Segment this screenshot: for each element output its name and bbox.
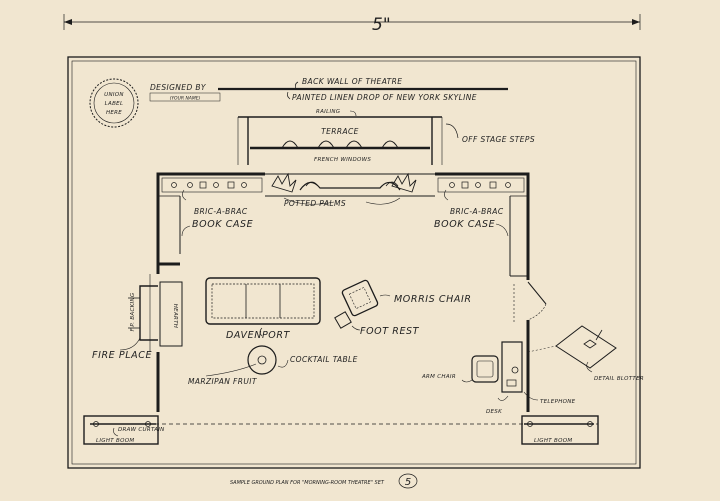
designer-name-placeholder: (YOUR NAME) (170, 96, 201, 102)
hearth-label: HEARTH (172, 304, 178, 329)
fp-backing-label: F.P. BACKING (130, 293, 136, 332)
cocktail-table-label: COCKTAIL TABLE (290, 355, 358, 364)
bric-a-brac-right (437, 177, 525, 193)
potted-palm-right (391, 172, 417, 193)
telephone (511, 366, 519, 374)
draw-curtain-label: DRAW CURTAIN (118, 427, 165, 433)
arm-chair (471, 355, 499, 383)
marzipan-fruit-label: MARZIPAN FRUIT (188, 377, 258, 386)
back-wall-label: BACK WALL OF THEATRE (302, 77, 402, 86)
union-label-stamp (89, 78, 139, 128)
light-boom-left (83, 415, 159, 445)
top-dimension-label: 5" (372, 15, 391, 35)
designed-by-label: DESIGNED BY (150, 83, 207, 92)
top-dimension-line (63, 14, 641, 30)
off-stage-steps-leader (445, 123, 459, 139)
stamp-line-1: UNION (104, 92, 124, 98)
sheet-caption: SAMPLE GROUND PLAN FOR "MORNING-ROOM THE… (230, 480, 385, 486)
linen-drop-label: PAINTED LINEN DROP OF NEW YORK SKYLINE (292, 93, 477, 102)
off-stage-steps-label: OFF STAGE STEPS (462, 135, 535, 144)
linen-drop-leader (286, 91, 291, 100)
telephone-label: TELEPHONE (540, 399, 576, 405)
outer-frame (67, 56, 641, 469)
desk-label: DESK (486, 409, 502, 415)
fireplace (128, 281, 183, 347)
back-wall-leader (294, 81, 299, 90)
light-boom-left-label: LIGHT BOOM (96, 438, 134, 444)
page-number-circle (398, 473, 418, 489)
foot-rest-label: FOOT REST (360, 326, 420, 337)
french-windows (250, 140, 430, 150)
foot-rest (334, 311, 352, 329)
back-platform (265, 173, 435, 197)
room-walls (149, 172, 530, 412)
book-case-right-label: BOOK CASE (434, 219, 495, 230)
book-case-left-label: BOOK CASE (192, 219, 253, 230)
detail-blotter (527, 325, 617, 369)
railing-label: RAILING (316, 109, 340, 115)
fire-place-label: FIRE PLACE (92, 350, 152, 361)
stamp-line-3: HERE (106, 110, 122, 116)
potted-palm-left (271, 172, 297, 193)
morris-chair-label: MORRIS CHAIR (394, 294, 472, 305)
potted-palms-label: POTTED PALMS (284, 199, 346, 208)
light-boom-right-label: LIGHT BOOM (534, 438, 572, 444)
terrace-label: TERRACE (321, 127, 359, 136)
arm-chair-label: ARM CHAIR (421, 374, 456, 380)
desk (501, 341, 523, 393)
stamp-line-2: LABEL (105, 101, 124, 107)
morris-chair (341, 279, 379, 317)
detail-blotter-label: DETAIL BLOTTER (594, 376, 644, 382)
designer-name-box (149, 92, 221, 102)
doorway-right (513, 281, 547, 322)
cocktail-table (247, 345, 277, 375)
bric-a-brac-left (161, 177, 263, 193)
light-boom-right (521, 415, 599, 445)
inner-frame (71, 60, 637, 465)
bric-a-brac-right-label: BRIC-A-BRAC (450, 207, 504, 216)
french-windows-label: FRENCH WINDOWS (314, 157, 371, 163)
davenport-label: DAVENPORT (226, 330, 291, 341)
page-number: 5 (405, 477, 411, 488)
bric-a-brac-left-label: BRIC-A-BRAC (194, 207, 248, 216)
davenport (205, 277, 321, 325)
